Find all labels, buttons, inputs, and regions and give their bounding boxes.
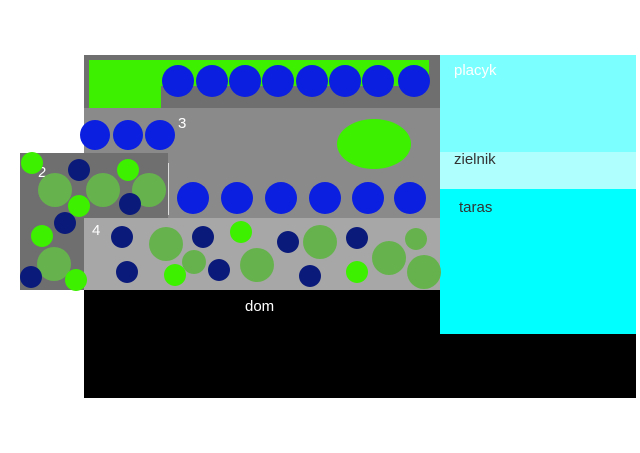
shrub-blue-circle	[145, 120, 175, 150]
bed-3-divider	[167, 163, 169, 215]
playground-zone	[440, 55, 636, 152]
shrub-olive-circle	[240, 248, 274, 282]
terrace-zone	[440, 189, 636, 334]
shrub-blue-circle	[329, 65, 361, 97]
shrub-olive-circle	[182, 250, 206, 274]
herb-garden-zone	[440, 152, 636, 189]
playground-label: placyk	[454, 62, 497, 79]
plant-green-circle	[346, 261, 368, 283]
shrub-blue-circle	[113, 120, 143, 150]
shrub-blue-circle	[398, 65, 430, 97]
bed-3-label: 3	[178, 115, 187, 132]
shrub-blue-circle	[196, 65, 228, 97]
plant-green-circle	[21, 152, 43, 174]
plant-green-circle	[230, 221, 252, 243]
shrub-olive-circle	[38, 173, 72, 207]
shrub-navy-circle	[346, 227, 368, 249]
shrub-navy-circle	[68, 159, 90, 181]
bed-4-label: 4	[92, 222, 101, 239]
shrub-navy-circle	[119, 193, 141, 215]
house-label: dom	[245, 298, 275, 315]
plant-green-circle	[31, 225, 53, 247]
shrub-blue-circle	[309, 182, 341, 214]
shrub-navy-circle	[20, 266, 42, 288]
shrub-olive-circle	[405, 228, 427, 250]
shrub-blue-circle	[177, 182, 209, 214]
shrub-navy-circle	[192, 226, 214, 248]
shrub-olive-circle	[372, 241, 406, 275]
shrub-blue-circle	[80, 120, 110, 150]
shrub-blue-circle	[265, 182, 297, 214]
plant-green-circle	[164, 264, 186, 286]
shrub-olive-circle	[303, 225, 337, 259]
plant-green-circle	[65, 269, 87, 291]
lawn-oval	[337, 119, 411, 169]
shrub-navy-circle	[54, 212, 76, 234]
terrace-label: taras	[459, 199, 493, 216]
herb-garden-label: zielnik	[454, 151, 496, 168]
shrub-navy-circle	[208, 259, 230, 281]
plant-green-circle	[68, 195, 90, 217]
shrub-blue-circle	[162, 65, 194, 97]
lawn-patch-left	[89, 86, 161, 108]
shrub-olive-circle	[86, 173, 120, 207]
shrub-navy-circle	[299, 265, 321, 287]
shrub-olive-circle	[149, 227, 183, 261]
shrub-blue-circle	[362, 65, 394, 97]
shrub-blue-circle	[221, 182, 253, 214]
shrub-blue-circle	[229, 65, 261, 97]
plant-green-circle	[117, 159, 139, 181]
shrub-blue-circle	[394, 182, 426, 214]
shrub-blue-circle	[352, 182, 384, 214]
bed-2-label: 2	[38, 164, 47, 181]
shrub-blue-circle	[262, 65, 294, 97]
shrub-navy-circle	[116, 261, 138, 283]
shrub-blue-circle	[296, 65, 328, 97]
shrub-olive-circle	[407, 255, 441, 289]
shrub-navy-circle	[111, 226, 133, 248]
shrub-navy-circle	[277, 231, 299, 253]
